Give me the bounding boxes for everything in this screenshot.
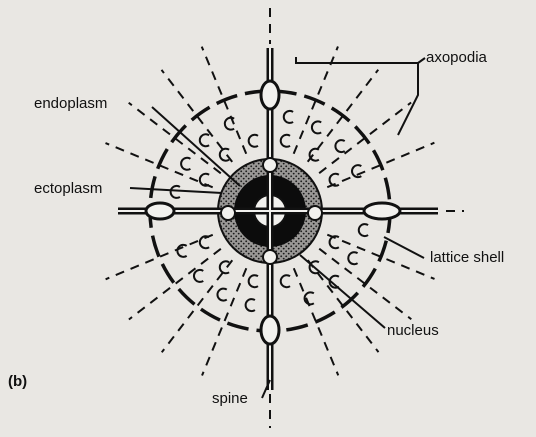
axopodium-line bbox=[129, 249, 221, 320]
label-ectoplasm: ectoplasm bbox=[34, 180, 102, 197]
label-endoplasm: endoplasm bbox=[34, 95, 107, 112]
vacuole-mark bbox=[249, 135, 258, 147]
vacuole-mark bbox=[348, 252, 357, 264]
vacuole-mark bbox=[335, 140, 344, 152]
spine-swelling-bottom bbox=[261, 316, 279, 344]
spine-swelling-right bbox=[364, 203, 400, 219]
spine-swelling-top bbox=[261, 81, 279, 109]
leader-nucleus bbox=[300, 255, 385, 328]
panel-label: (b) bbox=[8, 373, 27, 390]
label-nucleus: nucleus bbox=[387, 322, 439, 339]
vacuole-mark bbox=[181, 158, 190, 170]
vacuole-mark bbox=[249, 275, 258, 287]
vacuole-mark bbox=[194, 270, 203, 282]
axopodium-line bbox=[162, 260, 233, 352]
vacuole-mark bbox=[217, 289, 226, 301]
spine-base-left bbox=[221, 206, 235, 220]
leader-lattice-shell bbox=[384, 237, 424, 258]
vacuole-mark bbox=[171, 186, 180, 198]
vacuole-mark bbox=[281, 275, 290, 287]
vacuole-mark bbox=[284, 111, 293, 123]
leader-ectoplasm bbox=[130, 188, 222, 193]
spine-swelling-left bbox=[146, 203, 174, 219]
vacuole-mark bbox=[359, 224, 368, 236]
label-lattice-shell: lattice shell bbox=[430, 249, 504, 266]
vacuole-mark bbox=[312, 121, 321, 133]
vacuole-mark bbox=[246, 299, 255, 311]
vacuole-mark bbox=[310, 149, 319, 161]
leader-axopodia-tail bbox=[418, 58, 425, 63]
spine-base-right bbox=[308, 206, 322, 220]
spine-base-bottom bbox=[263, 250, 277, 264]
vacuole-mark bbox=[200, 134, 209, 146]
vacuole-mark bbox=[352, 165, 361, 177]
spine-base-top bbox=[263, 158, 277, 172]
axopodium-line bbox=[106, 235, 213, 279]
vacuole-mark bbox=[281, 135, 290, 147]
axopodium-line bbox=[202, 268, 246, 375]
label-axopodia: axopodia bbox=[426, 49, 488, 66]
label-spine: spine bbox=[212, 390, 248, 407]
